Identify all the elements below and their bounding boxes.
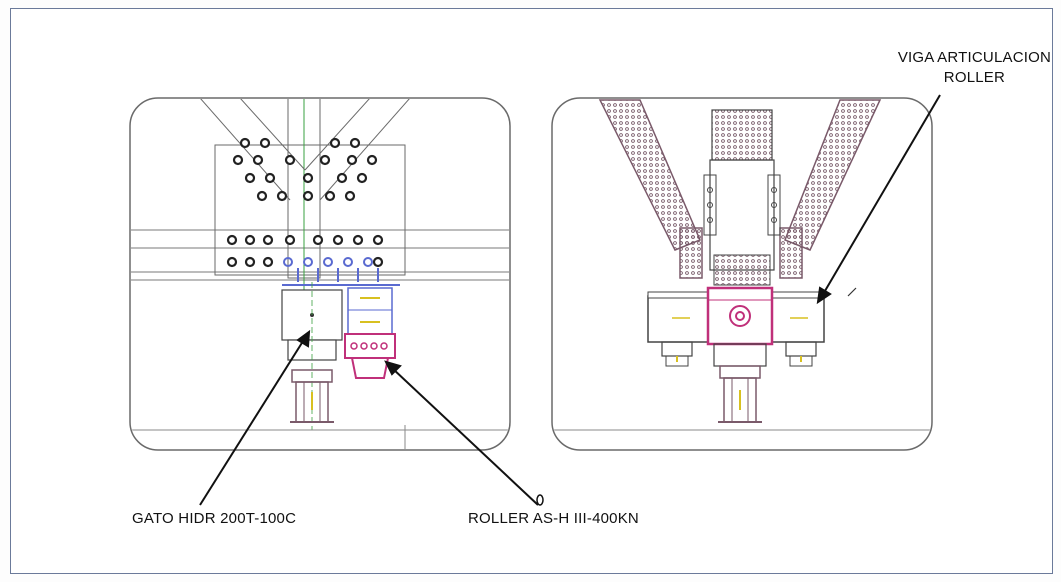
label-gato-hidraulico: GATO HIDR 200T-100C xyxy=(132,510,297,527)
label-viga-line2: ROLLER xyxy=(943,69,1006,86)
leader-lines xyxy=(199,94,941,506)
label-roller: ROLLER AS-H III-400KN xyxy=(468,510,639,527)
left-detail-panel xyxy=(129,97,511,451)
label-viga-line1: VIGA ARTICULACION xyxy=(897,49,1051,66)
annotation-mark xyxy=(536,494,544,506)
annotation-mark xyxy=(847,287,857,297)
label-viga-articulacion: VIGA ARTICULACION ROLLER xyxy=(898,48,1051,88)
right-detail-panel xyxy=(551,97,933,451)
